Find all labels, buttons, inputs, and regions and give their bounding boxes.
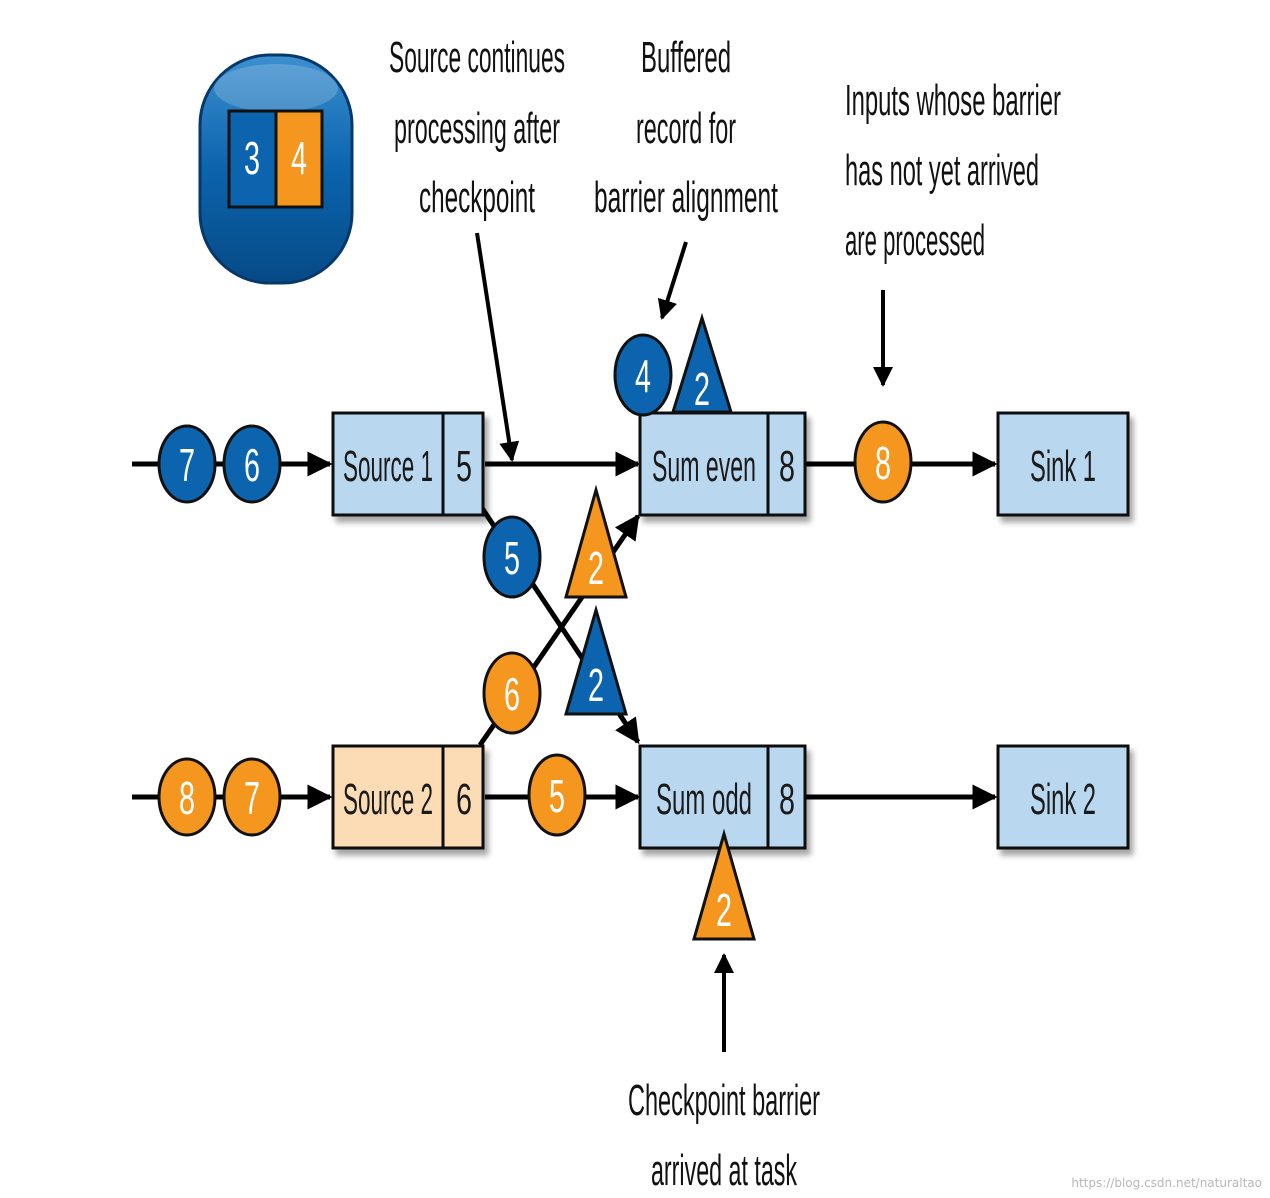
svg-text:arrived at task: arrived at task <box>651 1146 798 1195</box>
svg-text:6: 6 <box>244 439 260 491</box>
svg-text:2: 2 <box>716 884 732 936</box>
sum-odd-value: 8 <box>779 775 795 824</box>
sum-even-label: Sum even <box>652 442 756 491</box>
record-orange-8-output: 8 <box>853 420 913 504</box>
svg-text:Buffered: Buffered <box>641 33 731 82</box>
annotation-source-continues: Source continues processing after checkp… <box>389 33 565 222</box>
record-orange-5-in-flight: 5 <box>527 753 587 837</box>
record-blue-7: 7 <box>157 424 217 504</box>
svg-text:5: 5 <box>549 770 565 822</box>
state-backend-database: 3 4 <box>198 53 354 285</box>
barrier-blue-in-flight: 2 <box>564 604 628 716</box>
svg-text:8: 8 <box>179 772 195 824</box>
source-2-label: Source 2 <box>343 775 433 824</box>
svg-text:processing after: processing after <box>394 104 560 153</box>
operators: Source 1 5 Source 2 6 Sum even 8 Sum odd… <box>331 411 1130 850</box>
source-1-value: 5 <box>456 442 472 491</box>
barrier-orange-in-flight: 2 <box>564 484 628 599</box>
edges <box>132 451 998 810</box>
arrow-source-continues <box>475 232 520 462</box>
sink-2-label: Sink 2 <box>1030 775 1096 824</box>
db-cell-blue-value: 3 <box>244 132 260 184</box>
svg-text:8: 8 <box>875 437 891 489</box>
sink-1-box <box>996 411 1130 517</box>
sum-odd-label: Sum odd <box>656 775 752 824</box>
watermark: https://blog.csdn.net/naturaltao <box>1071 1176 1262 1190</box>
barrier-orange-at-sum-odd: 2 <box>692 828 756 941</box>
source-2-value: 6 <box>456 775 472 824</box>
record-orange-8-input: 8 <box>157 757 217 837</box>
svg-text:barrier alignment: barrier alignment <box>594 173 778 222</box>
svg-text:7: 7 <box>244 772 260 824</box>
records: 7 6 8 7 5 6 5 4 <box>157 333 913 837</box>
svg-text:2: 2 <box>694 363 710 415</box>
sum-odd-box <box>638 744 807 850</box>
arrow-buffered-record <box>657 241 688 320</box>
annotation-inputs-processed: Inputs whose barrier has not yet arrived… <box>845 76 1061 265</box>
annotation-arrows <box>475 232 893 1052</box>
db-cell-blue <box>227 109 278 209</box>
annotation-barrier-arrived: Checkpoint barrier arrived at task <box>628 1076 820 1195</box>
record-orange-7: 7 <box>222 757 282 837</box>
svg-text:Inputs whose barrier: Inputs whose barrier <box>845 76 1061 125</box>
svg-text:4: 4 <box>635 350 651 402</box>
barriers: 2 2 2 2 <box>564 312 756 941</box>
sink-2-box <box>996 744 1130 850</box>
db-cell-orange-value: 4 <box>291 132 307 184</box>
sum-even-value: 8 <box>779 442 795 491</box>
svg-text:are processed: are processed <box>845 216 985 265</box>
record-blue-4-buffered: 4 <box>613 333 673 417</box>
sum-even-box <box>638 411 807 517</box>
svg-text:5: 5 <box>504 532 520 584</box>
source-1-label: Source 1 <box>343 442 433 491</box>
svg-text:2: 2 <box>588 659 604 711</box>
record-orange-6-in-flight: 6 <box>482 651 542 735</box>
record-blue-5-in-flight: 5 <box>482 515 542 599</box>
svg-text:has not yet arrived: has not yet arrived <box>845 146 1039 195</box>
svg-text:checkpoint: checkpoint <box>419 173 535 222</box>
sink-1-label: Sink 1 <box>1030 442 1096 491</box>
svg-text:Source continues: Source continues <box>389 33 565 82</box>
source-1-box <box>331 411 485 517</box>
db-cell-orange <box>274 109 324 209</box>
barrier-blue-at-sum-even: 2 <box>670 312 734 415</box>
record-blue-6: 6 <box>222 424 282 504</box>
annotation-buffered-record: Buffered record for barrier alignment <box>594 33 778 222</box>
svg-text:2: 2 <box>588 542 604 594</box>
svg-text:Checkpoint barrier: Checkpoint barrier <box>628 1076 820 1125</box>
svg-text:6: 6 <box>504 668 520 720</box>
source-2-box <box>331 744 485 850</box>
svg-text:7: 7 <box>179 439 195 491</box>
svg-text:record for: record for <box>636 104 736 153</box>
